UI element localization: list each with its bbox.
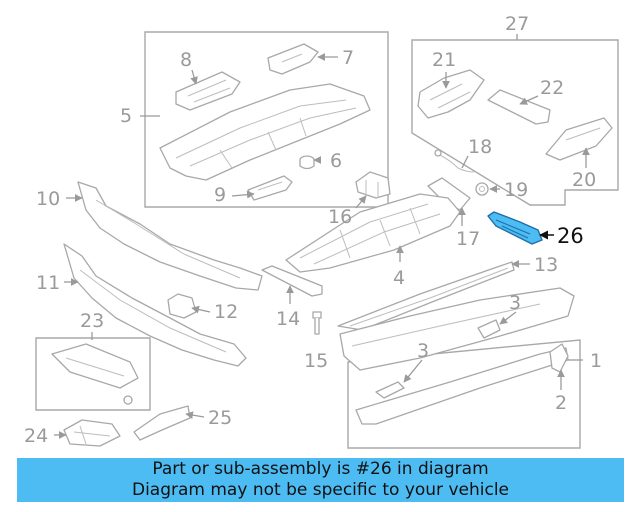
callout-19: 19 — [504, 179, 528, 201]
part-19-grommet — [475, 182, 489, 196]
part-1-side-sill — [339, 287, 575, 425]
part-16-bracket — [355, 171, 391, 199]
callout-17: 17 — [456, 228, 480, 250]
callout-25: 25 — [208, 407, 232, 429]
callout-27: 27 — [505, 13, 529, 35]
callout-13: 13 — [534, 254, 558, 276]
part-24-tray — [63, 419, 121, 447]
part-14-bracket — [261, 265, 323, 297]
group-box-1 — [347, 339, 581, 449]
part-3-bracket-lower — [375, 381, 405, 399]
callout-20: 20 — [572, 169, 596, 191]
callout-7: 7 — [342, 47, 354, 69]
part-22-member — [487, 89, 551, 125]
part-11-side-member — [63, 243, 247, 367]
callout-1: 1 — [590, 350, 602, 372]
part-20-bracket — [545, 117, 613, 161]
part-18-harness — [434, 149, 475, 173]
leader-lines — [54, 34, 590, 439]
callout-16: 16 — [328, 206, 352, 228]
callout-14: 14 — [276, 308, 300, 330]
part-12-bracket — [167, 293, 197, 319]
part-15-bolt — [312, 311, 322, 335]
info-banner: Part or sub-assembly is #26 in diagram D… — [17, 458, 624, 502]
callout-23: 23 — [80, 310, 104, 332]
banner-line-2: Diagram may not be specific to your vehi… — [131, 480, 509, 500]
callout-10: 10 — [36, 188, 60, 210]
part-9-bracket — [247, 175, 293, 201]
part-10-side-member — [77, 181, 263, 291]
group-box-23 — [35, 337, 151, 411]
callout-21: 21 — [432, 49, 456, 71]
callout-24: 24 — [24, 425, 48, 447]
callout-6: 6 — [330, 150, 342, 172]
callout-11: 11 — [36, 272, 60, 294]
callout-4: 4 — [393, 267, 405, 289]
callout-8: 8 — [180, 49, 192, 71]
callout-3-upper: 3 — [509, 292, 521, 314]
part-2-bracket — [549, 343, 569, 373]
part-8-reinforcement — [175, 71, 241, 111]
callout-22: 22 — [540, 77, 564, 99]
banner-line-1: Part or sub-assembly is #26 in diagram — [152, 459, 489, 479]
parts-diagram: 1 2 3 3 4 5 6 7 8 9 10 11 12 13 14 15 16… — [24, 13, 619, 449]
part-6-plug — [299, 155, 315, 170]
callout-26: 26 — [557, 224, 584, 248]
part-5-floor-pan — [159, 83, 371, 181]
part-7-bracket — [267, 43, 319, 75]
part-26-highlighted — [487, 211, 543, 245]
callout-12: 12 — [214, 301, 238, 323]
callout-2: 2 — [555, 392, 567, 414]
callout-18: 18 — [468, 136, 492, 158]
part-4-floor-panel — [285, 193, 461, 273]
callout-9: 9 — [214, 184, 226, 206]
part-25-bracket — [133, 405, 191, 441]
callout-5: 5 — [120, 105, 132, 127]
part-23-panel — [51, 343, 139, 405]
callout-15: 15 — [304, 350, 328, 372]
group-box-27 — [411, 39, 619, 206]
part-3-bracket-upper — [477, 319, 501, 339]
callout-3-lower: 3 — [417, 340, 429, 362]
part-21-bracket — [417, 69, 485, 119]
